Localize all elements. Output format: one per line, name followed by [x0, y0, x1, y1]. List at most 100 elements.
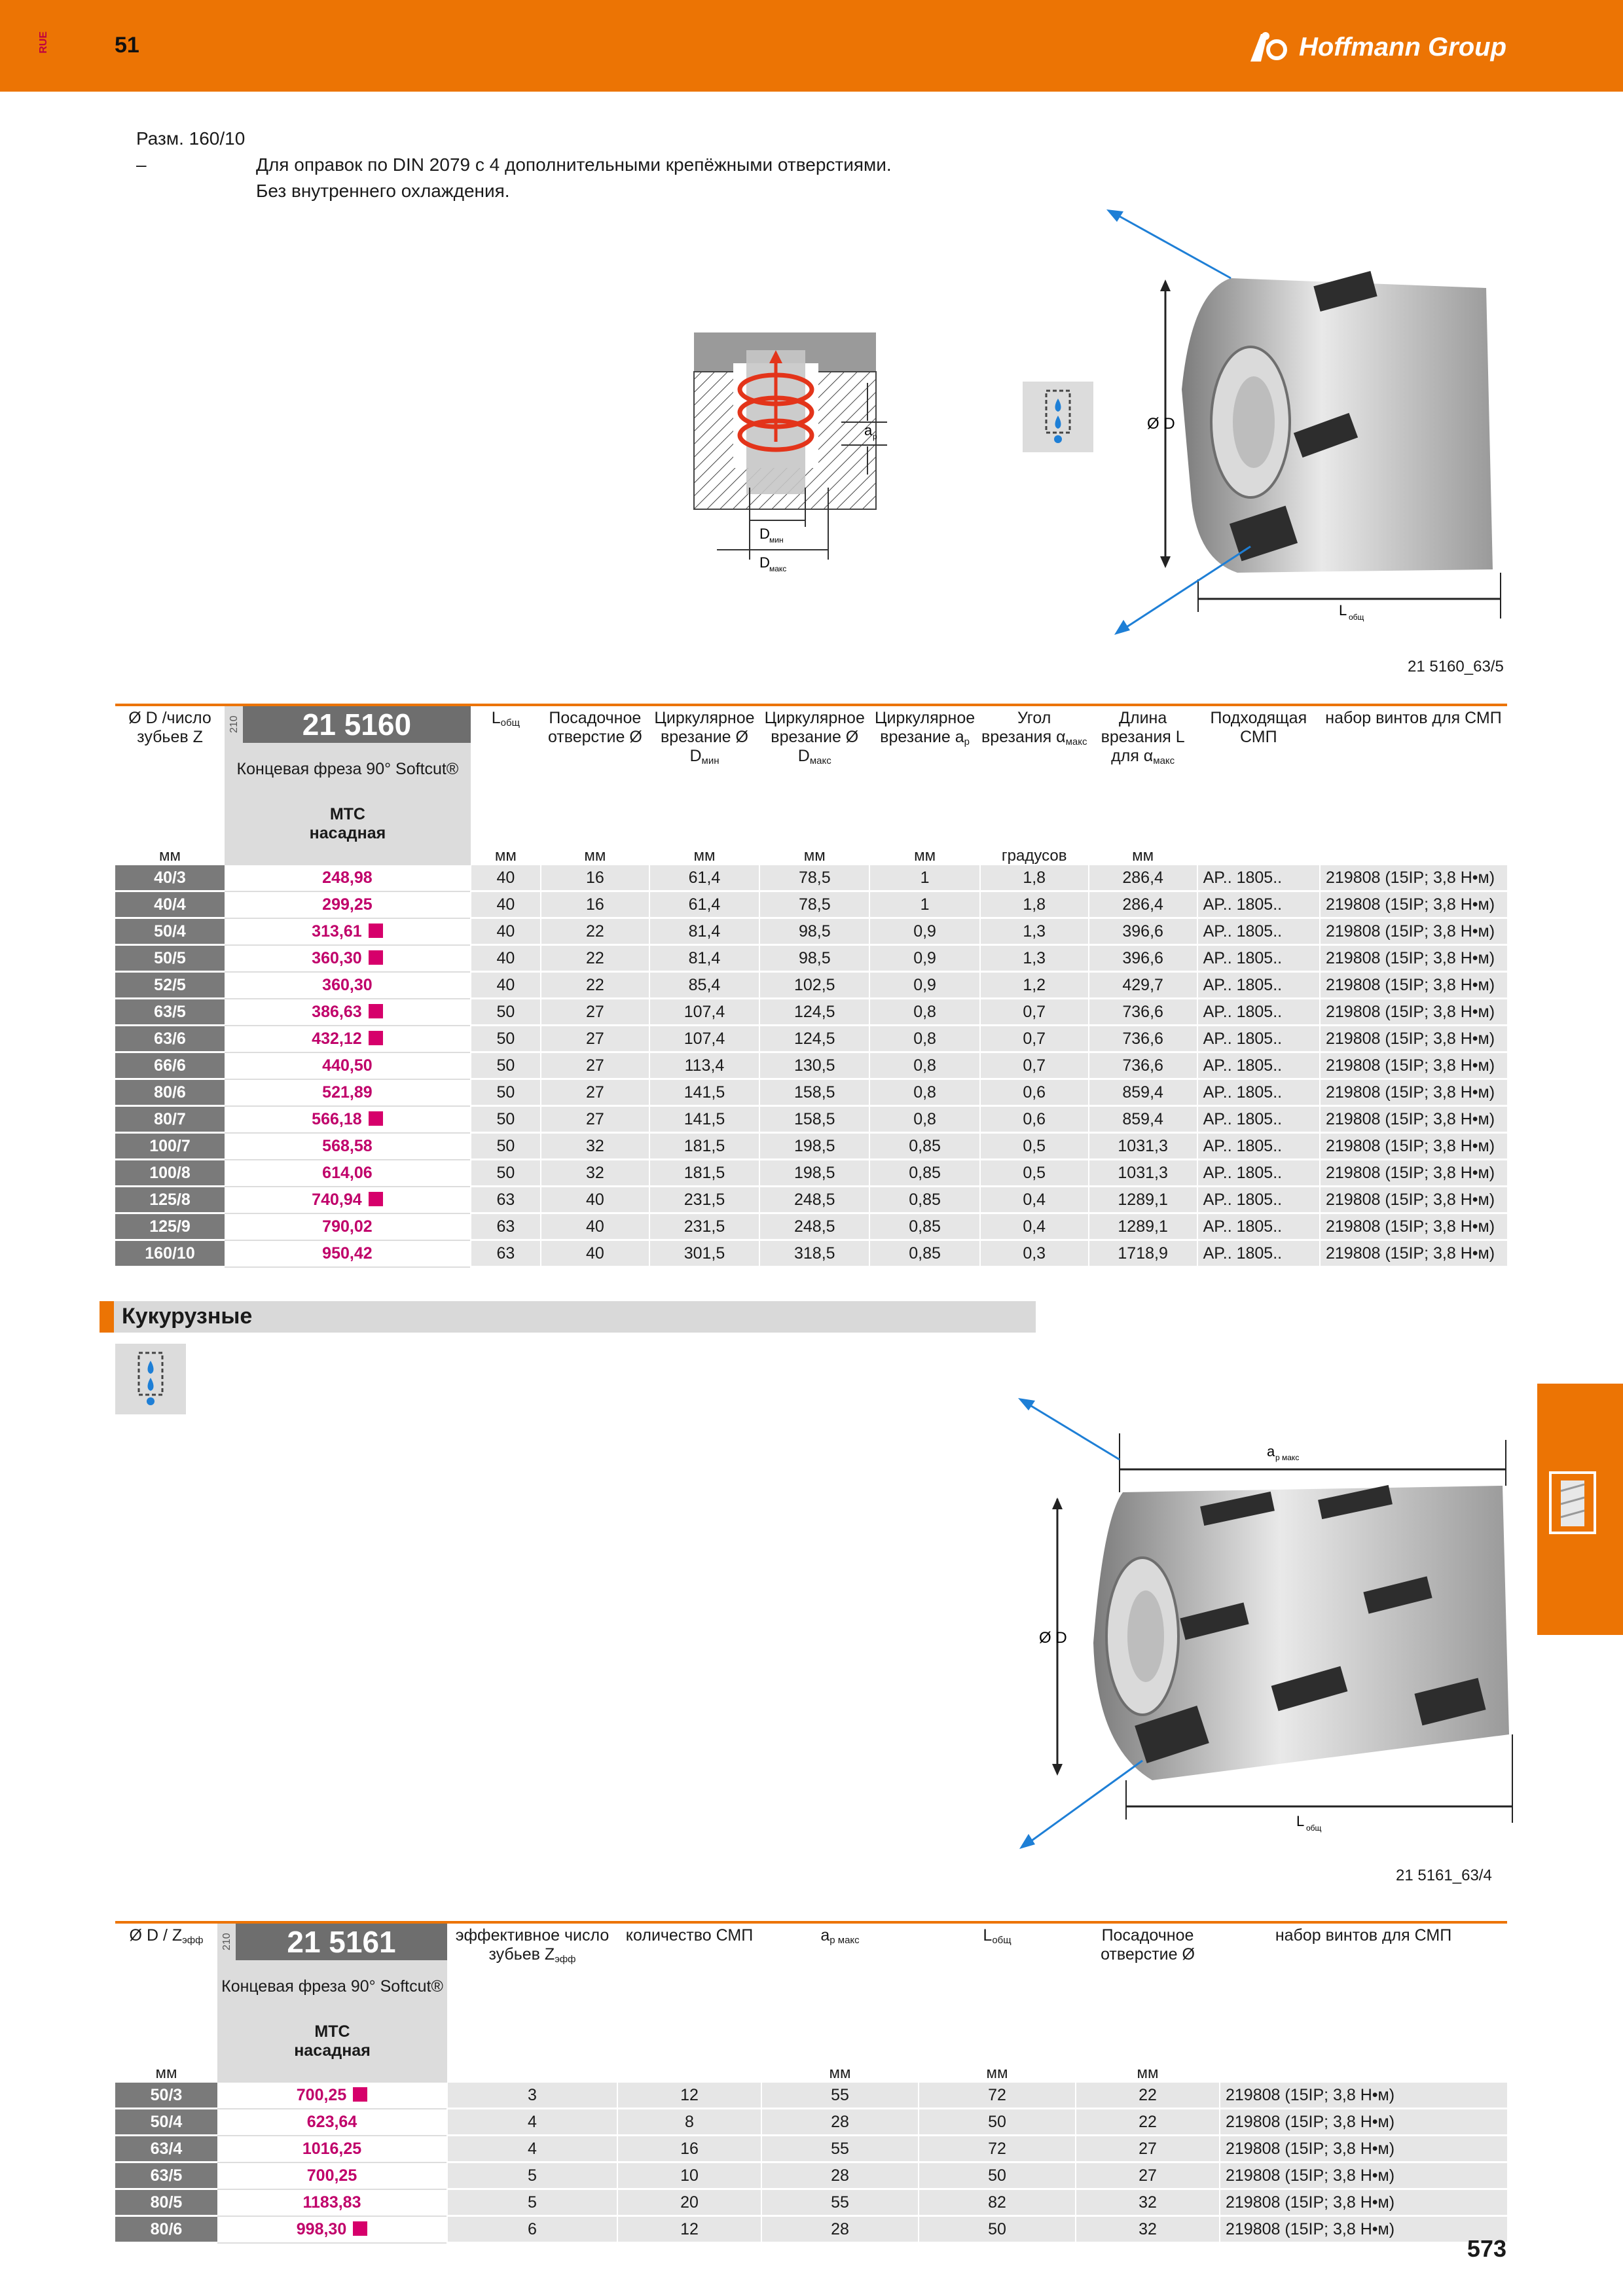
corn-cutter-photo: Ø D a p макс L общ — [1018, 1398, 1513, 1849]
row-cell-5: 219808 (15IP; 3,8 Н•м) — [1219, 2135, 1507, 2163]
row-cell-4: 0,8 — [869, 1079, 980, 1107]
row-cell-1: 27 — [539, 998, 649, 1026]
row-price: 700,25 — [217, 2083, 447, 2109]
row-cell-4: 27 — [1075, 2135, 1220, 2163]
row-cell-0: 40 — [469, 891, 541, 919]
row-cell-4: 0,85 — [869, 1186, 980, 1214]
row-cell-7: AP.. 1805.. — [1196, 1213, 1320, 1241]
row-cell-2: 181,5 — [648, 1132, 760, 1160]
col-unit-0: мм — [494, 847, 517, 865]
col-key-unit: мм — [155, 2064, 177, 2082]
row-cell-3: 248,5 — [759, 1186, 870, 1214]
row-cell-1: 20 — [617, 2189, 761, 2217]
length-label-2: L — [1296, 1813, 1304, 1829]
dmin-sub: мин — [769, 535, 784, 545]
row-cell-1: 16 — [617, 2135, 761, 2163]
row-cell-2: 85,4 — [648, 971, 760, 999]
row-key: 63/5 — [115, 998, 225, 1026]
intro-label: Разм. 160/10 – — [136, 128, 246, 175]
row-cell-8: 219808 (15IP; 3,8 Н•м) — [1319, 1132, 1507, 1160]
row-cell-3: 50 — [918, 2108, 1076, 2136]
row-cell-2: 28 — [761, 2108, 919, 2136]
col-unit-2: мм — [693, 847, 716, 865]
row-cell-3: 158,5 — [759, 1079, 870, 1107]
stock-marker-icon — [368, 1003, 383, 1018]
row-cell-1: 40 — [539, 1213, 649, 1241]
section-marker — [100, 1301, 114, 1333]
row-cell-0: 50 — [469, 1105, 541, 1134]
row-cell-1: 8 — [617, 2108, 761, 2136]
mount-line-1: MTC — [314, 2022, 350, 2041]
row-cell-2: 81,4 — [648, 944, 760, 973]
row-cell-4: 0,8 — [869, 1025, 980, 1053]
col-unit-7 — [1197, 843, 1320, 865]
stock-marker-icon — [368, 923, 383, 938]
col-unit-3: мм — [986, 2064, 1008, 2082]
row-cell-4: 22 — [1075, 2108, 1220, 2136]
diameter-label: Ø D — [1147, 415, 1175, 433]
article-description: Концевая фреза 90° Softcut® — [221, 1977, 443, 1996]
row-cell-5: 0,6 — [979, 1079, 1089, 1107]
row-cell-1: 12 — [617, 2083, 761, 2109]
intro-line-1: Для оправок по DIN 2079 с 4 дополнительн… — [256, 154, 892, 175]
row-cell-4: 0,8 — [869, 1105, 980, 1134]
row-cell-3: 98,5 — [759, 944, 870, 973]
col-header-0: Lобщ — [491, 709, 520, 728]
row-cell-4: 0,85 — [869, 1132, 980, 1160]
row-cell-4: 22 — [1075, 2083, 1220, 2109]
row-price: 521,89 — [225, 1079, 471, 1107]
chapter-tab-icon — [1549, 1471, 1596, 1534]
row-cell-4: 0,85 — [869, 1213, 980, 1241]
dmin-label: D — [759, 526, 770, 542]
no-internal-coolant-icon — [1023, 382, 1093, 452]
row-cell-2: 28 — [761, 2215, 919, 2244]
row-cell-5: 0,4 — [979, 1213, 1089, 1241]
article-number: 21 5161 — [236, 1924, 447, 1960]
row-cell-7: AP.. 1805.. — [1196, 1159, 1320, 1187]
col-unit-5 — [1220, 2060, 1507, 2083]
row-key: 50/4 — [115, 2108, 217, 2136]
col-key-header: Ø D / Zэфф — [129, 1926, 204, 1946]
row-price: 998,30 — [217, 2215, 447, 2244]
row-cell-8: 219808 (15IP; 3,8 Н•м) — [1319, 918, 1507, 946]
row-cell-5: 1,2 — [979, 971, 1089, 999]
col-header-2: Циркулярное врезание Ø Dмин — [654, 709, 755, 766]
row-cell-0: 40 — [469, 944, 541, 973]
code-label: 210 — [228, 715, 240, 734]
row-cell-5: 0,7 — [979, 998, 1089, 1026]
row-price: 566,18 — [225, 1105, 471, 1134]
row-cell-5: 0,3 — [979, 1240, 1089, 1268]
row-cell-1: 40 — [539, 1240, 649, 1268]
row-cell-1: 32 — [539, 1159, 649, 1187]
row-cell-3: 82 — [918, 2189, 1076, 2217]
row-cell-0: 3 — [447, 2083, 617, 2109]
row-cell-7: AP.. 1805.. — [1196, 1079, 1320, 1107]
row-cell-3: 318,5 — [759, 1240, 870, 1268]
row-cell-5: 219808 (15IP; 3,8 Н•м) — [1219, 2108, 1507, 2136]
row-price: 700,25 — [217, 2162, 447, 2190]
stock-marker-icon — [353, 2221, 368, 2236]
diameter-label-2: Ø D — [1039, 1629, 1067, 1647]
row-cell-3: 102,5 — [759, 971, 870, 999]
row-cell-3: 78,5 — [759, 865, 870, 892]
article-description: Концевая фреза 90° Softcut® — [236, 760, 459, 778]
row-cell-8: 219808 (15IP; 3,8 Н•м) — [1319, 1240, 1507, 1268]
ap-label: a — [864, 422, 873, 439]
row-cell-5: 1,3 — [979, 918, 1089, 946]
row-cell-0: 50 — [469, 1052, 541, 1080]
row-cell-8: 219808 (15IP; 3,8 Н•м) — [1319, 891, 1507, 919]
row-key: 66/6 — [115, 1052, 225, 1080]
row-key: 63/5 — [115, 2162, 217, 2190]
row-cell-8: 219808 (15IP; 3,8 Н•м) — [1319, 1186, 1507, 1214]
row-cell-2: 55 — [761, 2083, 919, 2109]
row-cell-8: 219808 (15IP; 3,8 Н•м) — [1319, 1213, 1507, 1241]
row-cell-1: 10 — [617, 2162, 761, 2190]
section-bar — [100, 1301, 1036, 1333]
col-header-2: ap макс — [820, 1926, 860, 1946]
